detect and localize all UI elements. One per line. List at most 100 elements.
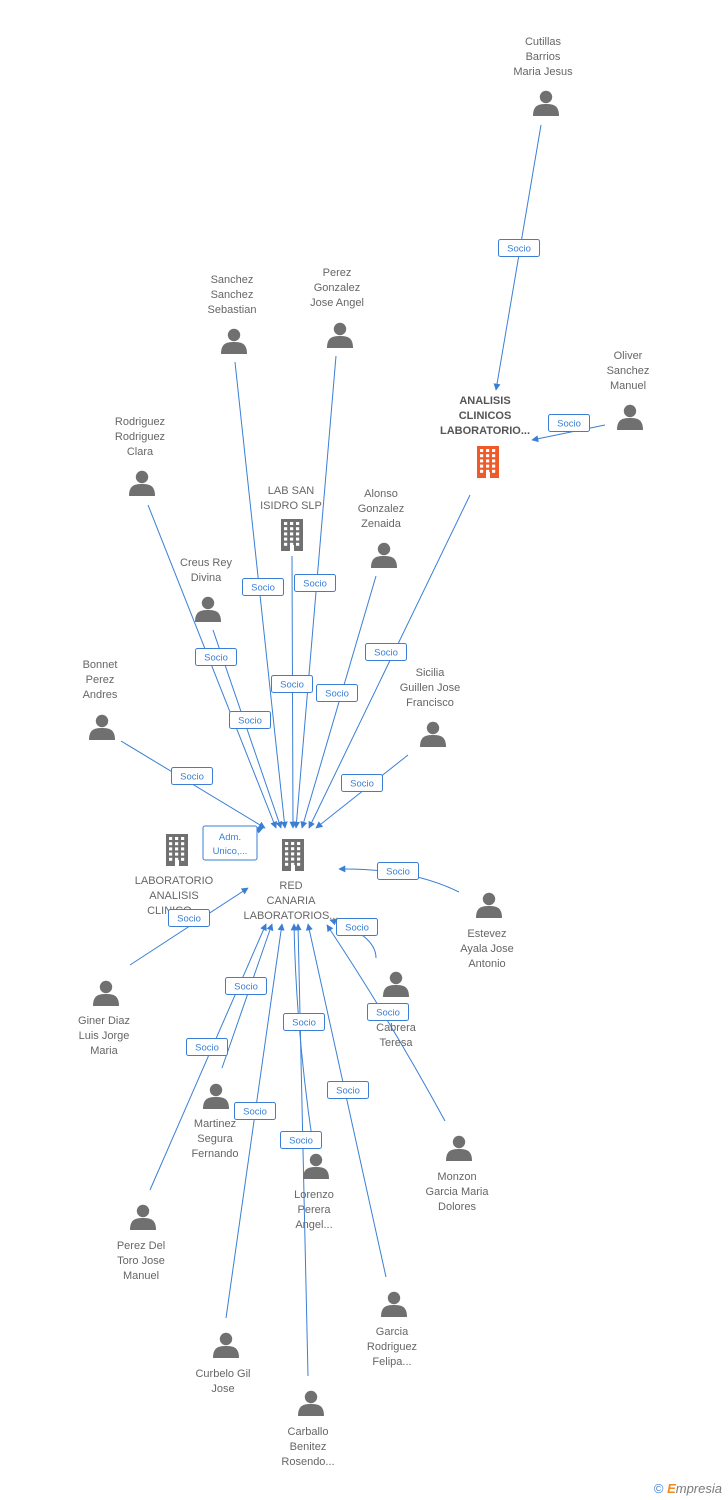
edge-badge-carballo[interactable]: Socio [280, 1131, 322, 1149]
person-icon [213, 1332, 239, 1358]
node-label-line: Perez [86, 674, 115, 686]
edge-badge-bonnet[interactable]: Socio [171, 767, 213, 785]
copyright-symbol: © [653, 1481, 664, 1496]
node-label-line: LABORATORIO... [440, 425, 530, 437]
node-label-line: Teresa [379, 1037, 413, 1049]
edge-lorenzo-to-red [290, 923, 314, 1146]
edge-badge-monzon[interactable]: Socio [367, 1003, 409, 1021]
edge-badge-cabrera[interactable]: Socio [336, 918, 378, 936]
node-label-line: Perera [297, 1204, 331, 1216]
edge-badge-giner[interactable]: Socio [168, 909, 210, 927]
edge-badge-creus[interactable]: Socio [229, 711, 271, 729]
edge-martinez-to-red [221, 923, 274, 1069]
node-label-line: CANARIA [267, 895, 317, 907]
edge-badge-box [195, 648, 237, 666]
edge-badge-lorenzo[interactable]: Socio [283, 1013, 325, 1031]
edge-oliver-to-analisis [531, 424, 606, 443]
edge-badge-alonso[interactable]: Socio [316, 684, 358, 702]
building-icon [166, 834, 188, 866]
node-label-line: Segura [197, 1133, 233, 1145]
edge-badge-label: Socio [243, 1107, 267, 1118]
edge-badge-label: Socio [238, 716, 262, 727]
edge-badge-box [242, 578, 284, 596]
person-icon [383, 971, 409, 997]
node-label-line: Gonzalez [358, 503, 404, 515]
edge-badge-box [341, 774, 383, 792]
edge-badge-labanalisis[interactable]: Adm.Unico,... [202, 825, 258, 861]
edge-badge-curbelo[interactable]: Socio [234, 1102, 276, 1120]
edge-badge-labsanisidro[interactable]: Socio [271, 675, 313, 693]
node-label-line: Maria [90, 1045, 118, 1057]
person-icon [420, 721, 446, 747]
node-label-line: Carballo [288, 1426, 329, 1438]
building-icon [281, 519, 303, 551]
nodes-layer: REDCANARIALABORATORIOS...ANALISISCLINICO… [78, 36, 649, 1468]
edge-badge-analisis[interactable]: Socio [365, 643, 407, 661]
node-label-line: Antonio [468, 958, 505, 970]
node-label-line: Giner Diaz [78, 1015, 130, 1027]
copyright-footer: © Empresia [654, 1481, 722, 1496]
edge-badge-label: Socio [204, 653, 228, 664]
node-label-line: Clara [127, 446, 154, 458]
edge-badge-oliver[interactable]: Socio [548, 414, 590, 432]
person-icon [130, 1204, 156, 1230]
person-icon [89, 714, 115, 740]
edge-badge-label: Socio [303, 579, 327, 590]
edge-badge-martinez[interactable]: Socio [225, 977, 267, 995]
node-analisis[interactable]: ANALISISCLINICOSLABORATORIO... [440, 395, 530, 478]
node-labanalisis[interactable]: LABORATORIOANALISISCLINICO... [135, 834, 214, 917]
edge-badge-label: Socio [374, 648, 398, 659]
person-icon [446, 1135, 472, 1161]
edge-badge-estevez[interactable]: Socio [377, 862, 419, 880]
node-label-line: Garcia [376, 1326, 409, 1338]
node-carballo[interactable]: CarballoBenitezRosendo... [281, 1390, 335, 1468]
edge-badge-label: Socio [180, 772, 204, 783]
node-garcia[interactable]: GarciaRodriguezFelipa... [367, 1291, 417, 1368]
edge-badge-label: Socio [557, 419, 581, 430]
edge-badge-perezdeltoro[interactable]: Socio [186, 1038, 228, 1056]
node-label-line: RED [279, 880, 302, 892]
node-label-line: Martinez [194, 1118, 236, 1130]
edge-badge-sicilia[interactable]: Socio [341, 774, 383, 792]
person-icon [93, 980, 119, 1006]
edge-badge-sanchezsanchez[interactable]: Socio [242, 578, 284, 596]
edge-badge-box [498, 239, 540, 257]
edge-badge-label: Socio [507, 244, 531, 255]
node-label-line: Perez Del [117, 1240, 165, 1252]
node-label-line: ANALISIS [149, 890, 199, 902]
node-label-line: Jose Angel [310, 297, 364, 309]
node-label-line: Ayala Jose [460, 943, 514, 955]
node-label-line: Manuel [610, 380, 646, 392]
node-label-line: Dolores [438, 1201, 476, 1213]
edge-badge-rodriguez[interactable]: Socio [195, 648, 237, 666]
edge-badge-label: Adm. [219, 832, 241, 843]
node-label-line: LAB SAN [268, 485, 315, 497]
edge-monzon-to-red [326, 924, 446, 1122]
edge-badge-perezgonzalez[interactable]: Socio [294, 574, 336, 592]
node-red[interactable]: REDCANARIALABORATORIOS... [244, 839, 339, 922]
edge-badge-label: Socio [376, 1008, 400, 1019]
node-label-line: Cabrera [376, 1022, 417, 1034]
edge-badge-box [377, 862, 419, 880]
edge-badge-garcia[interactable]: Socio [327, 1081, 369, 1099]
node-lorenzo[interactable]: LorenzoPereraAngel... [294, 1153, 334, 1231]
edge-badge-cutillas[interactable]: Socio [498, 239, 540, 257]
